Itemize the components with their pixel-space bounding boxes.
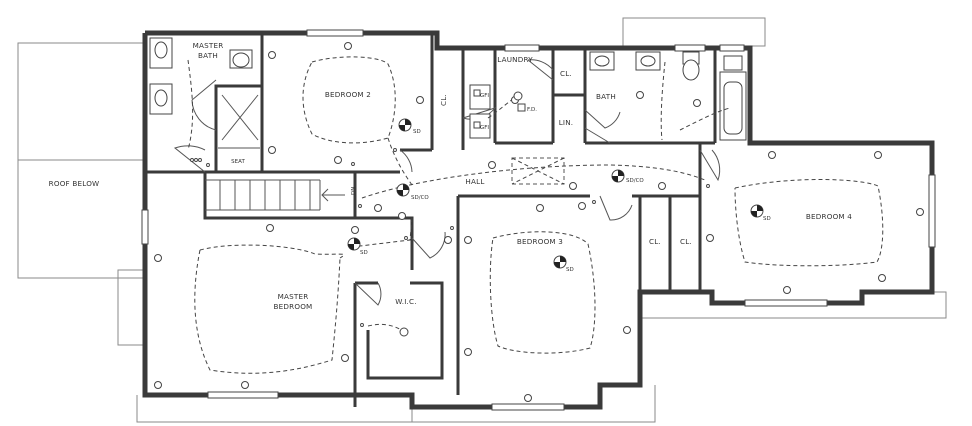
switches	[190, 148, 710, 327]
smoke-b4-tag: SD	[763, 216, 771, 222]
hall-label: HALL	[465, 177, 484, 186]
master-bedroom-label-2: BEDROOM	[274, 302, 313, 311]
smoke-detector-mbr: SD	[347, 237, 368, 256]
smoke-detector-b4: SD	[750, 204, 771, 222]
lighting-wiring	[187, 56, 884, 374]
bedroom2-label: BEDROOM 2	[325, 90, 371, 99]
gfi-top-tag: GFI	[480, 93, 489, 99]
room-labels: MASTER BATH BEDROOM 2 CL. LAUNDRY CL. BA…	[49, 41, 852, 311]
smoke-mbr-tag: SD	[360, 250, 368, 256]
smoke-b2-tag: SD	[413, 129, 421, 135]
stair-dn-label: DN	[351, 187, 357, 195]
tags: GFI GFI F.D.	[399, 89, 537, 337]
master-bedroom-label-1: MASTER	[278, 292, 309, 301]
linen-label: LIN.	[559, 118, 574, 127]
master-bath-label-2: BATH	[198, 51, 218, 60]
smoke-detector-hall: SD/CO	[396, 183, 429, 201]
master-bath-fixtures	[149, 37, 260, 149]
bedroom3-label: BEDROOM 3	[517, 237, 563, 246]
wic-label: W.I.C.	[395, 297, 416, 306]
interior-walls	[145, 33, 717, 407]
master-bath-label-1: MASTER	[193, 41, 224, 50]
smoke-detector-b2: SD	[398, 118, 421, 135]
floor-drain-tag: F.D.	[527, 107, 537, 113]
smoke-b3-tag: SD	[566, 267, 574, 273]
roof-below-label: ROOF BELOW	[49, 179, 100, 188]
laundry-label: LAUNDRY	[497, 55, 533, 64]
smoke-hall-tag: SD/CO	[411, 195, 429, 201]
smoke-detector-b3: SD	[553, 255, 574, 273]
bath-label: BATH	[596, 92, 616, 101]
exterior-walls	[142, 30, 935, 410]
smoke-hall2-tag: SD/CO	[626, 178, 644, 184]
gfi-bottom-tag: GFI	[480, 125, 489, 131]
smoke-detectors: SD SD/CO SD/CO SD SD	[347, 118, 771, 273]
bedroom4-label: BEDROOM 4	[806, 212, 852, 221]
stair: DN	[205, 179, 357, 211]
seat-label: SEAT	[231, 159, 245, 165]
closet-b3-label: CL.	[649, 237, 661, 246]
closet-laundry-label: CL.	[560, 69, 572, 78]
laundry-bath-fixtures	[469, 51, 747, 185]
closet-b2-label: CL.	[439, 94, 448, 106]
smoke-detector-hall2: SD/CO	[611, 169, 644, 184]
windows	[141, 29, 936, 411]
outlets	[154, 42, 924, 402]
closet-b4-label: CL.	[680, 237, 692, 246]
